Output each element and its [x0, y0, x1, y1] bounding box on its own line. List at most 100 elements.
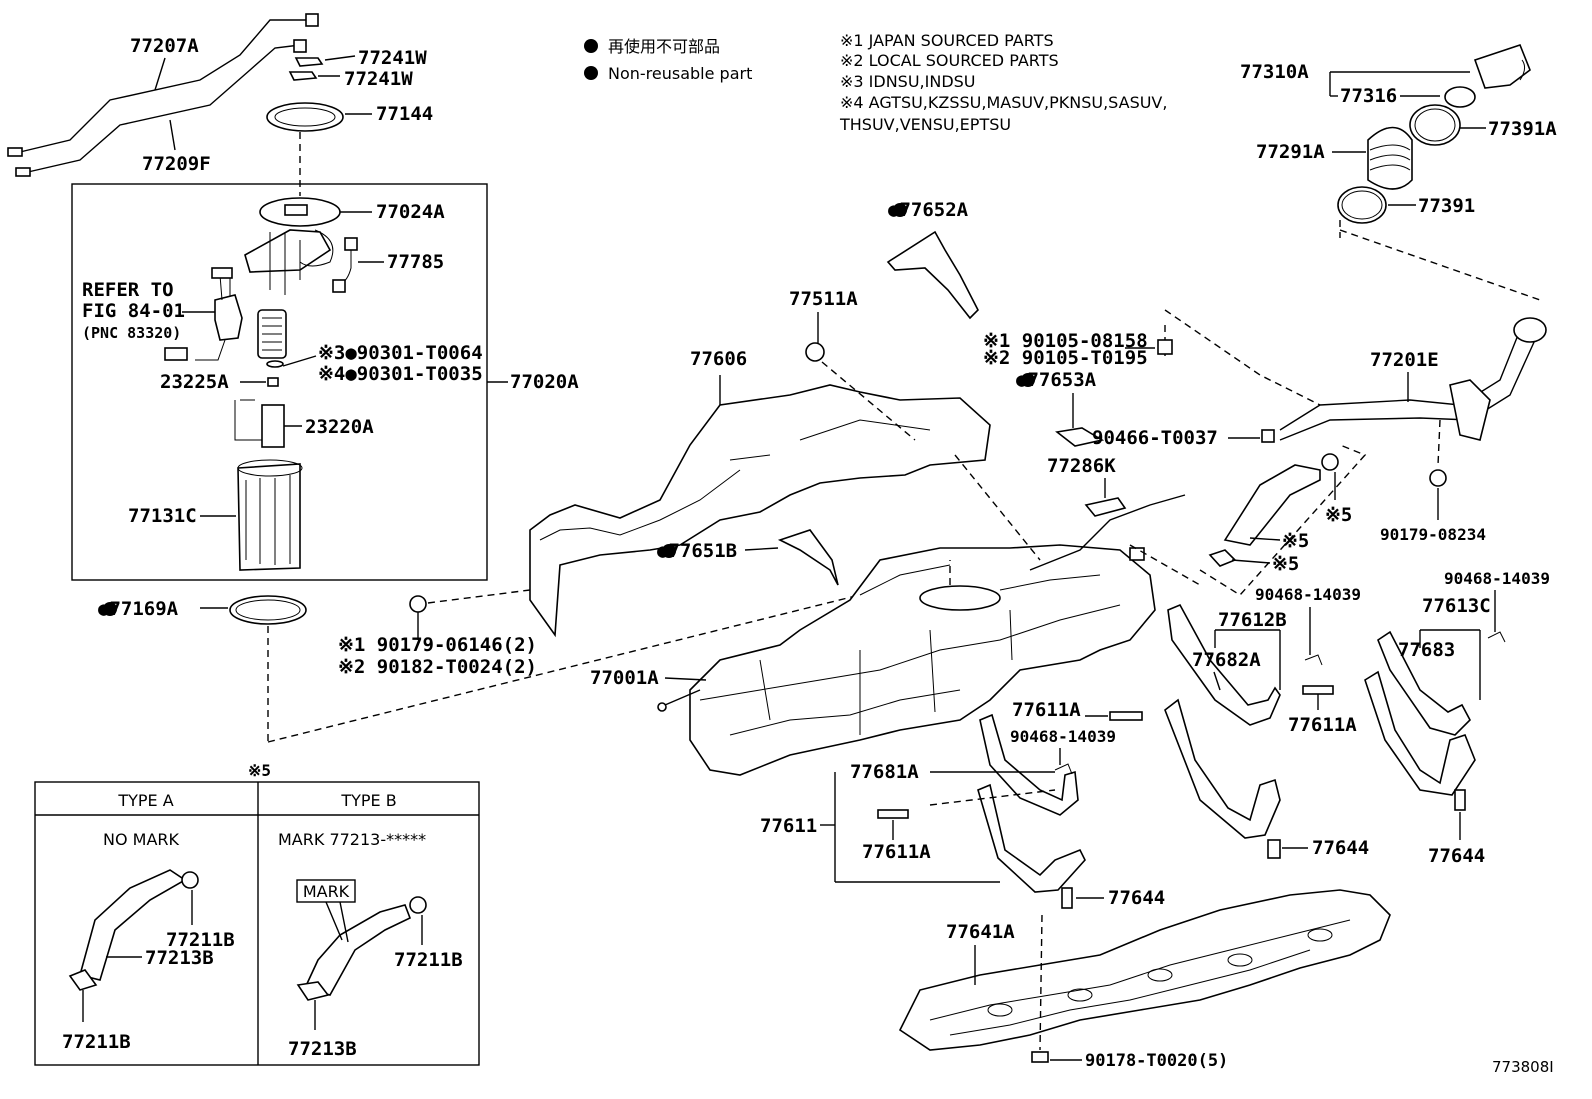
legend-english: Non-reusable part	[608, 64, 752, 83]
label-77241W-top: 77241W	[358, 47, 427, 69]
label-77144: 77144	[376, 103, 433, 125]
label-77606: 77606	[690, 348, 747, 370]
figure-id: 773808I	[1492, 1058, 1554, 1076]
label-77209F: 77209F	[142, 153, 211, 175]
label-77612B: 77612B	[1218, 609, 1287, 631]
filler-neck-icon	[1367, 126, 1413, 190]
legend-japanese: 再使用不可部品	[608, 37, 720, 56]
clip-77511A: 77511A	[789, 288, 916, 441]
tank-straps: 77612B 77682A 77613C 77683 77681A 77611	[760, 595, 1491, 893]
label-77020A: 77020A	[510, 371, 579, 393]
sourcing-notes: ※1 JAPAN SOURCED PARTS ※2 LOCAL SOURCED …	[839, 31, 1167, 134]
gasket-77169A: ●77169A	[98, 574, 941, 743]
label-77611: 77611	[760, 815, 817, 837]
label-77391A: 77391A	[1488, 118, 1557, 140]
label-77644-front: 77644	[1108, 887, 1165, 909]
label-90468-14039-front: 90468-14039	[1010, 727, 1116, 746]
table-ref-mark: ※5	[248, 761, 271, 780]
label-90178-T0020: 90178-T0020(5)	[1085, 1051, 1228, 1071]
label-77286K: 77286K	[1047, 455, 1116, 477]
label-77641A: 77641A	[946, 921, 1015, 943]
label-77651B: ●77651B	[657, 540, 737, 562]
refer-line-2: FIG 84-01	[82, 300, 185, 322]
table-a-77211B-bottom: 77211B	[62, 1031, 131, 1053]
table-a-77213B: 77213B	[145, 947, 214, 969]
bracket-77286K: ※1 90105-08158 ※2 90105-T0195 ●77653A 77…	[983, 309, 1321, 517]
label-77613C: 77613C	[1422, 595, 1491, 617]
fuel-pump-assembly-box: 77020A 77024A 77785 REFER TO FIG 84-01 (…	[71, 183, 579, 581]
label-77681A: 77681A	[850, 761, 919, 783]
label-77652A: ●77652A	[888, 199, 969, 221]
table-header-type-b: TYPE B	[340, 791, 396, 810]
label-77207A: 77207A	[130, 35, 199, 57]
hose-type-table: ※5 TYPE A TYPE B NO MARK MARK 77213-****…	[34, 761, 480, 1066]
label-77611A-front: 77611A	[862, 841, 931, 863]
table-b-77213B: 77213B	[288, 1038, 357, 1060]
pad-77652A: ●77652A	[886, 199, 979, 320]
filler-cap-set: 77310A 77316 77391A 77291A 77391	[1240, 44, 1557, 224]
table-a-77211B-top: 77211B	[166, 929, 235, 951]
label-77316: 77316	[1340, 85, 1397, 107]
fuel-line-assembly: 77207A 77209F	[7, 13, 319, 177]
table-mark-tag-text: MARK	[303, 882, 350, 901]
note-2: ※2 LOCAL SOURCED PARTS	[840, 51, 1059, 70]
filler-hose: ※5 ※5 ※5	[1199, 444, 1367, 596]
label-77785: 77785	[387, 251, 444, 273]
non-reusable-bullet-icon	[584, 66, 598, 80]
label-77169A: ●77169A	[98, 598, 179, 620]
table-header-type-a: TYPE A	[117, 791, 173, 810]
skid-plate-77641A: 77641A 90178-T0020(5)	[898, 889, 1391, 1071]
filler-pipe-77201E: 77201E 90466-T0037 90179-08234	[1092, 220, 1547, 544]
label-77201E: 77201E	[1370, 349, 1439, 371]
fuel-pump-icon	[261, 404, 285, 448]
label-90182-T0024: ※2 90182-T0024(2)	[338, 656, 537, 678]
table-b-77211B: 77211B	[394, 949, 463, 971]
refer-line-1: REFER TO	[82, 279, 174, 301]
label-23220A: 23220A	[305, 416, 374, 438]
label-77683: 77683	[1398, 639, 1455, 661]
mark-5-hose: ※5	[1282, 530, 1309, 552]
label-77611A-rear: 77611A	[1288, 714, 1357, 736]
note-4: ※4 AGTSU,KZSSU,MASUV,PKNSU,SASUV,	[840, 93, 1167, 112]
label-23225A: 23225A	[160, 371, 229, 393]
label-90179-08234: 90179-08234	[1380, 525, 1486, 544]
bolts-and-hooks: 90468-14039 90468-14039 90468-14039 7761…	[862, 569, 1550, 909]
label-90466-T0037: 90466-T0037	[1092, 427, 1218, 449]
mark-5-clamp-lower: ※5	[1272, 553, 1299, 575]
note-3: ※3 IDNSU,INDSU	[840, 72, 976, 91]
label-77024A: 77024A	[376, 201, 445, 223]
pad-77651B: ●77651B	[657, 529, 839, 586]
retainer-parts: 77241W 77241W 77144	[266, 47, 433, 196]
fuel-tank-77001A: 77001A	[590, 454, 1201, 776]
non-reusable-bullet-icon	[584, 39, 598, 53]
note-1: ※1 JAPAN SOURCED PARTS	[840, 31, 1054, 50]
label-77653A: ●77653A	[1016, 369, 1097, 391]
label-77131C: 77131C	[128, 505, 197, 527]
label-77682A: 77682A	[1192, 649, 1261, 671]
label-77291A: 77291A	[1256, 141, 1325, 163]
fuel-cap-icon	[1473, 44, 1531, 89]
table-type-b-desc: MARK 77213-*****	[278, 830, 426, 849]
label-77391: 77391	[1418, 195, 1475, 217]
label-90105-T0195: ※2 90105-T0195	[983, 347, 1148, 369]
label-77310A: 77310A	[1240, 61, 1309, 83]
label-90105-08158: ※1 90105-08158	[983, 330, 1148, 352]
label-77511A: 77511A	[789, 288, 858, 310]
pump-cup-icon	[237, 463, 301, 571]
legend: 再使用不可部品 Non-reusable part	[584, 37, 752, 83]
label-90468-14039-rear-a: 90468-14039	[1255, 585, 1361, 604]
label-77644-rear: 77644	[1312, 837, 1369, 859]
table-type-a-desc: NO MARK	[103, 830, 180, 849]
label-90468-14039-rear-b: 90468-14039	[1444, 569, 1550, 588]
refer-line-3: (PNC 83320)	[82, 324, 181, 342]
label-77611A-middle: 77611A	[1012, 699, 1081, 721]
note-4-continued: THSUV,VENSU,EPTSU	[839, 115, 1011, 134]
label-77241W-bottom: 77241W	[344, 68, 413, 90]
label-90301-T0035: ※4●90301-T0035	[318, 363, 483, 385]
protector-77606: 77606 ※1 90179-06146(2) ※2 90182-T0024(2…	[338, 348, 991, 678]
label-77001A: 77001A	[590, 667, 659, 689]
label-90179-06146: ※1 90179-06146(2)	[338, 634, 537, 656]
mark-5-clamp-upper: ※5	[1325, 504, 1352, 526]
label-77644-right: 77644	[1428, 845, 1485, 867]
